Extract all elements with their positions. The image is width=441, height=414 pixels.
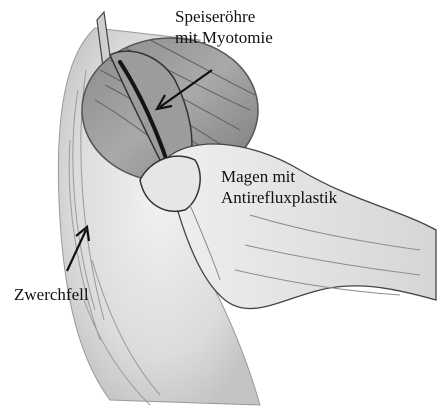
stomach-label-line2: Antirefluxplastik xyxy=(221,187,337,208)
diaphragm-label: Zwerchfell xyxy=(14,284,89,305)
esophagus-label: Speiseröhre mit Myotomie xyxy=(175,6,273,48)
esophagus-label-line1: Speiseröhre xyxy=(175,6,273,27)
stomach-label: Magen mit Antirefluxplastik xyxy=(221,166,337,208)
esophagus-label-line2: mit Myotomie xyxy=(175,27,273,48)
stomach-label-line1: Magen mit xyxy=(221,166,337,187)
